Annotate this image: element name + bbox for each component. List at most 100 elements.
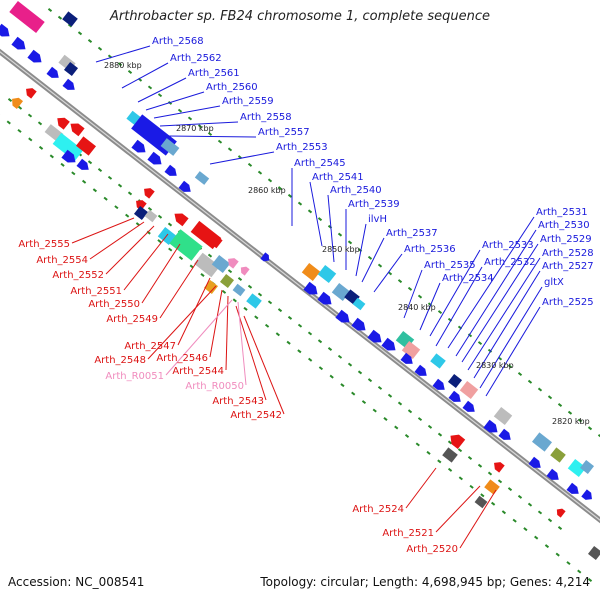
outer-tick-mark — [28, 137, 33, 142]
lower-tick-mark — [467, 455, 473, 460]
gene-block-steelblue — [232, 283, 246, 297]
reverse-gene-label: Arth_2521 — [382, 528, 434, 539]
upper-tick-mark — [67, 23, 73, 28]
lower-tick-mark — [97, 168, 103, 173]
outer-tick-mark — [17, 128, 22, 133]
gene-block-gray — [493, 406, 513, 426]
lower-tick-mark — [507, 487, 513, 492]
gene-block-cyan — [567, 458, 587, 478]
upper-tick-mark — [437, 310, 443, 315]
lower-tick-mark — [237, 277, 243, 281]
reverse-gene-label: Arth_2524 — [352, 504, 404, 515]
forward-gene-leader — [327, 194, 335, 263]
outer-tick-mark — [426, 450, 431, 455]
outer-tick-mark — [264, 323, 270, 328]
outer-tick-mark — [523, 527, 528, 532]
forward-gene-arrow — [483, 419, 498, 433]
upper-tick-mark — [207, 131, 213, 136]
forward-gene-label: ilvH — [368, 214, 387, 225]
forward-gene-leader — [467, 257, 541, 371]
gene-block-cyan — [430, 353, 446, 369]
outer-tick-mark — [447, 467, 453, 472]
forward-gene-label: Arth_2568 — [152, 36, 204, 47]
lower-tick-mark — [477, 463, 483, 468]
outer-tick-mark — [394, 425, 399, 430]
outer-tick-mark — [81, 179, 87, 184]
lower-tick-mark — [517, 494, 523, 499]
forward-gene-leader — [159, 121, 239, 127]
forward-gene-arrow — [27, 49, 42, 63]
gene-block-cyan — [52, 132, 84, 162]
outer-tick-mark — [92, 188, 97, 193]
forward-gene-label: Arth_2532 — [484, 257, 536, 268]
outer-tick-mark — [566, 561, 571, 566]
upper-tick-mark — [147, 85, 153, 90]
lower-tick-mark — [87, 160, 93, 165]
reverse-gene-leader — [235, 305, 267, 401]
upper-tick-mark — [407, 286, 413, 291]
forward-gene-label: Arth_2525 — [542, 297, 594, 308]
lower-tick-mark — [447, 440, 453, 445]
rna-gene-leader — [165, 299, 233, 376]
forward-gene-leader — [455, 229, 537, 357]
gene-block-navy — [63, 61, 79, 77]
reverse-gene-label: Arth_2555 — [18, 239, 70, 250]
outer-tick-mark — [60, 162, 65, 167]
reverse-gene-leader — [405, 467, 437, 509]
outer-tick-mark — [555, 552, 560, 557]
gene-block-green — [169, 229, 203, 261]
upper-tick-mark — [97, 46, 103, 51]
gene-block-cyan — [317, 264, 337, 284]
forward-gene-label: Arth_2557 — [258, 127, 310, 138]
forward-gene-label: Arth_2535 — [424, 260, 476, 271]
gene-block-steelblue — [211, 254, 231, 274]
forward-gene-leader — [473, 270, 541, 379]
reverse-gene-leader — [225, 295, 229, 371]
position-label: 2860 kbp — [248, 186, 286, 195]
upper-tick-mark — [337, 232, 343, 237]
forward-gene-arrow — [317, 291, 332, 305]
gene-block-cyan — [352, 297, 366, 311]
upper-tick-mark — [257, 170, 263, 175]
reverse-gene-arrow — [144, 188, 155, 199]
forward-gene-leader — [403, 269, 423, 319]
forward-gene-arrow — [178, 180, 191, 192]
lower-tick-mark — [397, 401, 403, 406]
upper-tick-mark — [307, 209, 313, 214]
forward-gene-label: Arth_2560 — [206, 82, 258, 93]
upper-tick-mark — [547, 395, 553, 400]
reverse-gene-arrow — [57, 117, 70, 130]
reverse-gene-arrow — [450, 434, 466, 450]
forward-gene-leader — [485, 306, 541, 397]
outer-tick-mark — [512, 518, 517, 523]
forward-gene-arrow — [351, 317, 366, 331]
forward-gene-label: Arth_2534 — [442, 273, 494, 284]
forward-gene-label: Arth_2540 — [330, 185, 382, 196]
reverse-gene-label: Arth_2520 — [406, 544, 458, 555]
gene-block-pink — [459, 380, 479, 400]
rna-gene-arrow — [240, 266, 250, 276]
forward-gene-label: gltX — [544, 277, 564, 288]
reverse-gene-leader — [89, 221, 145, 260]
lower-tick-mark — [157, 214, 163, 219]
lower-tick-mark — [537, 510, 543, 515]
genome-summary-text: Topology: circular; Length: 4,698,945 bp… — [260, 575, 590, 589]
forward-gene-leader — [429, 249, 481, 337]
forward-gene-leader — [95, 45, 151, 63]
outer-tick-mark — [491, 501, 496, 506]
upper-tick-mark — [527, 379, 533, 384]
outer-tick-mark — [168, 247, 173, 252]
upper-tick-mark — [557, 403, 563, 407]
upper-tick-mark — [577, 418, 583, 423]
outer-tick-mark — [200, 273, 205, 277]
reverse-gene-leader — [209, 289, 223, 358]
lower-tick-mark — [387, 393, 393, 398]
upper-tick-mark — [507, 364, 513, 369]
lower-tick-mark — [17, 105, 23, 110]
forward-gene-label: Arth_2541 — [312, 172, 364, 183]
upper-tick-mark — [347, 240, 353, 245]
lower-tick-mark — [147, 206, 153, 211]
lower-tick-mark — [117, 183, 123, 188]
lower-tick-mark — [287, 315, 293, 320]
outer-tick-mark — [587, 578, 593, 582]
